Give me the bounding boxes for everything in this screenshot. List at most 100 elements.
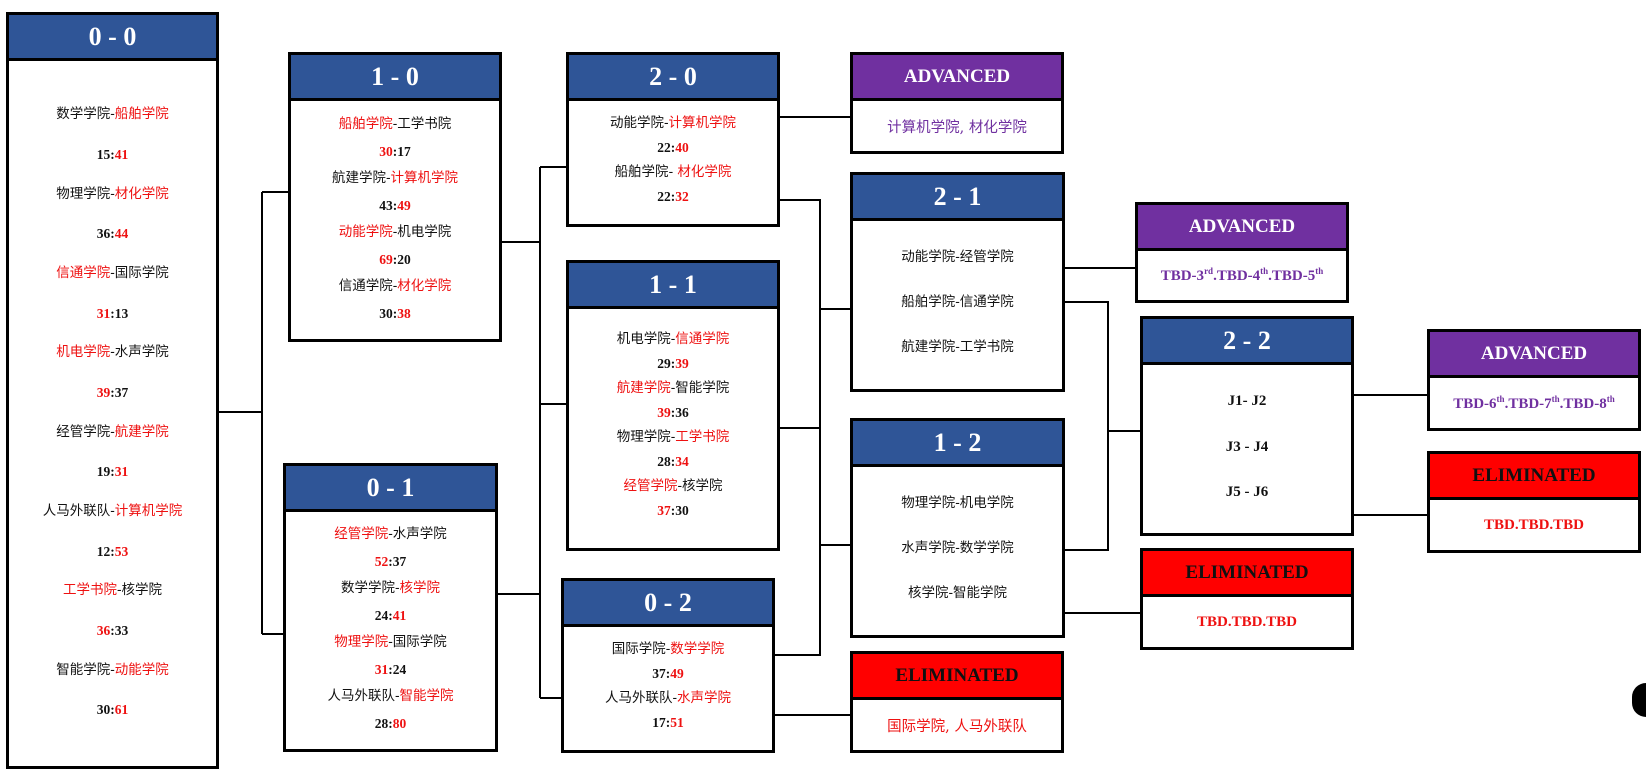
match-pair: 人马外联队-水声学院 (604, 689, 732, 706)
match-score: 31:24 (374, 662, 407, 678)
match-pair: 水声学院-数学学院 (901, 540, 1014, 557)
match-pair: J5 - J6 (1225, 483, 1269, 500)
match-score: 17:51 (652, 715, 684, 731)
record-1-1-header: 1 - 1 (569, 263, 777, 309)
advanced-header: ADVANCED (1138, 205, 1346, 251)
match-score: 22:32 (657, 189, 689, 205)
match-pair: 信通学院-材化学院 (338, 277, 452, 294)
eliminated-teams: 国际学院, 人马外联队 (853, 700, 1061, 750)
record-0-2-matches: 国际学院-数学学院 37:49 人马外联队-水声学院 17:51 (564, 627, 772, 750)
match-pair: 机电学院-水声学院 (56, 344, 169, 361)
record-0-0-box: 0 - 0 数学学院-船舶学院 15:41 物理学院-材化学院 36:44 信通… (6, 12, 219, 769)
record-0-0-header: 0 - 0 (9, 15, 216, 61)
match-pair: 信通学院-国际学院 (56, 264, 169, 281)
record-2-1-box: 2 - 1 动能学院-经管学院 船舶学院-信通学院 航建学院-工学书院 (850, 172, 1065, 392)
record-2-1-header: 2 - 1 (853, 175, 1062, 221)
record-title: 0 - 1 (366, 472, 415, 502)
eliminated-teams-text: TBD.TBD.TBD (1483, 516, 1585, 533)
record-2-2-box: 2 - 2 J1- J2 J3 - J4 J5 - J6 (1140, 316, 1354, 536)
record-title: 0 - 0 (88, 21, 137, 51)
record-0-0-matches: 数学学院-船舶学院 15:41 物理学院-材化学院 36:44 信通学院-国际学… (9, 61, 216, 766)
match-score: 39:37 (96, 384, 129, 400)
advanced-teams: 计算机学院, 材化学院 (853, 101, 1061, 151)
match-pair: 物理学院-工学书院 (616, 428, 730, 445)
record-0-1-box: 0 - 1 经管学院-水声学院 52:37 数学学院-核学院 24:41 物理学… (283, 463, 498, 752)
match-score: 15:41 (96, 146, 129, 162)
match-score: 52:37 (374, 554, 407, 570)
match-pair: 物理学院-国际学院 (334, 634, 447, 651)
match-pair: 核学院-智能学院 (907, 585, 1008, 602)
match-pair: 航建学院-智能学院 (616, 379, 730, 396)
advanced-teams-text: 计算机学院, 材化学院 (887, 119, 1027, 136)
eliminated-teams: TBD.TBD.TBD (1143, 597, 1351, 647)
advanced-box-3: ADVANCED TBD-6th.TBD-7th.TBD-8th (1427, 329, 1641, 431)
match-pair: 机电学院-信通学院 (616, 330, 730, 347)
record-title: 2 - 0 (649, 61, 697, 91)
match-score: 29:39 (657, 356, 689, 372)
record-1-1-matches: 机电学院-信通学院 29:39 航建学院-智能学院 39:36 物理学院-工学书… (569, 309, 777, 548)
match-pair: 物理学院-材化学院 (56, 185, 169, 202)
record-1-1-box: 1 - 1 机电学院-信通学院 29:39 航建学院-智能学院 39:36 物理… (566, 260, 780, 551)
eliminated-header: ELIMINATED (853, 654, 1061, 700)
match-pair: 国际学院-数学学院 (611, 640, 725, 657)
eliminated-header: ELIMINATED (1430, 454, 1638, 500)
match-score: 12:53 (96, 543, 129, 559)
record-0-2-box: 0 - 2 国际学院-数学学院 37:49 人马外联队-水声学院 17:51 (561, 578, 775, 753)
match-score: 19:31 (96, 464, 129, 480)
record-1-0-header: 1 - 0 (291, 55, 499, 101)
match-pair: 动能学院-机电学院 (338, 223, 452, 240)
match-pair: 经管学院-航建学院 (56, 423, 169, 440)
match-pair: J3 - J4 (1225, 438, 1269, 455)
advanced-teams: TBD-3rd.TBD-4th.TBD-5th (1138, 251, 1346, 300)
record-2-2-header: 2 - 2 (1143, 319, 1351, 365)
advanced-box-1: ADVANCED 计算机学院, 材化学院 (850, 52, 1064, 154)
match-pair: 船舶学院- 材化学院 (614, 163, 732, 180)
eliminated-box-1: ELIMINATED 国际学院, 人马外联队 (850, 651, 1064, 753)
match-pair: 航建学院-工学书院 (901, 339, 1014, 356)
match-score: 22:40 (657, 140, 689, 156)
record-0-1-matches: 经管学院-水声学院 52:37 数学学院-核学院 24:41 物理学院-国际学院… (286, 512, 495, 749)
match-score: 28:34 (657, 454, 689, 470)
match-pair: J1- J2 (1227, 393, 1267, 410)
match-score: 39:36 (657, 405, 689, 421)
match-score: 37:49 (652, 666, 684, 682)
match-score: 36:44 (96, 226, 129, 242)
record-2-0-header: 2 - 0 (569, 55, 777, 101)
record-title: 0 - 2 (644, 587, 692, 617)
advanced-teams-text: TBD-6th.TBD-7th.TBD-8th (1453, 393, 1615, 412)
eliminated-teams: TBD.TBD.TBD (1430, 500, 1638, 550)
match-pair: 动能学院-经管学院 (901, 249, 1014, 266)
match-pair: 船舶学院-工学书院 (338, 115, 452, 132)
match-pair: 物理学院-机电学院 (901, 495, 1014, 512)
match-pair: 人马外联队-智能学院 (327, 688, 454, 705)
record-2-0-matches: 动能学院-计算机学院 22:40 船舶学院- 材化学院 22:32 (569, 101, 777, 224)
eliminated-teams-text: TBD.TBD.TBD (1196, 613, 1298, 630)
match-pair: 数学学院-核学院 (340, 580, 441, 597)
edge-handle (1632, 683, 1646, 717)
match-pair: 经管学院-核学院 (623, 477, 723, 494)
advanced-header: ADVANCED (1430, 332, 1638, 378)
match-score: 31:13 (96, 305, 129, 321)
advanced-header: ADVANCED (853, 55, 1061, 101)
match-pair: 航建学院-计算机学院 (331, 169, 459, 186)
match-pair: 智能学院-动能学院 (56, 661, 169, 678)
record-1-0-matches: 船舶学院-工学书院 30:17 航建学院-计算机学院 43:49 动能学院-机电… (291, 101, 499, 339)
match-pair: 人马外联队-计算机学院 (42, 502, 183, 519)
advanced-teams: TBD-6th.TBD-7th.TBD-8th (1430, 378, 1638, 428)
match-pair: 工学书院-核学院 (62, 582, 163, 599)
match-pair: 经管学院-水声学院 (334, 526, 447, 543)
record-title: 2 - 1 (933, 181, 982, 211)
record-title: 1 - 0 (371, 61, 419, 91)
match-score: 24:41 (374, 608, 407, 624)
match-score: 69:20 (379, 251, 411, 267)
record-2-1-matches: 动能学院-经管学院 船舶学院-信通学院 航建学院-工学书院 (853, 221, 1062, 389)
record-1-2-matches: 物理学院-机电学院 水声学院-数学学院 核学院-智能学院 (853, 467, 1062, 635)
match-score: 30:61 (96, 702, 129, 718)
match-score: 36:33 (96, 622, 129, 638)
match-pair: 数学学院-船舶学院 (56, 106, 169, 123)
match-pair: 动能学院-计算机学院 (609, 114, 737, 131)
advanced-teams-text: TBD-3rd.TBD-4th.TBD-5th (1160, 266, 1324, 284)
record-0-1-header: 0 - 1 (286, 466, 495, 512)
eliminated-teams-text: 国际学院, 人马外联队 (887, 718, 1027, 735)
